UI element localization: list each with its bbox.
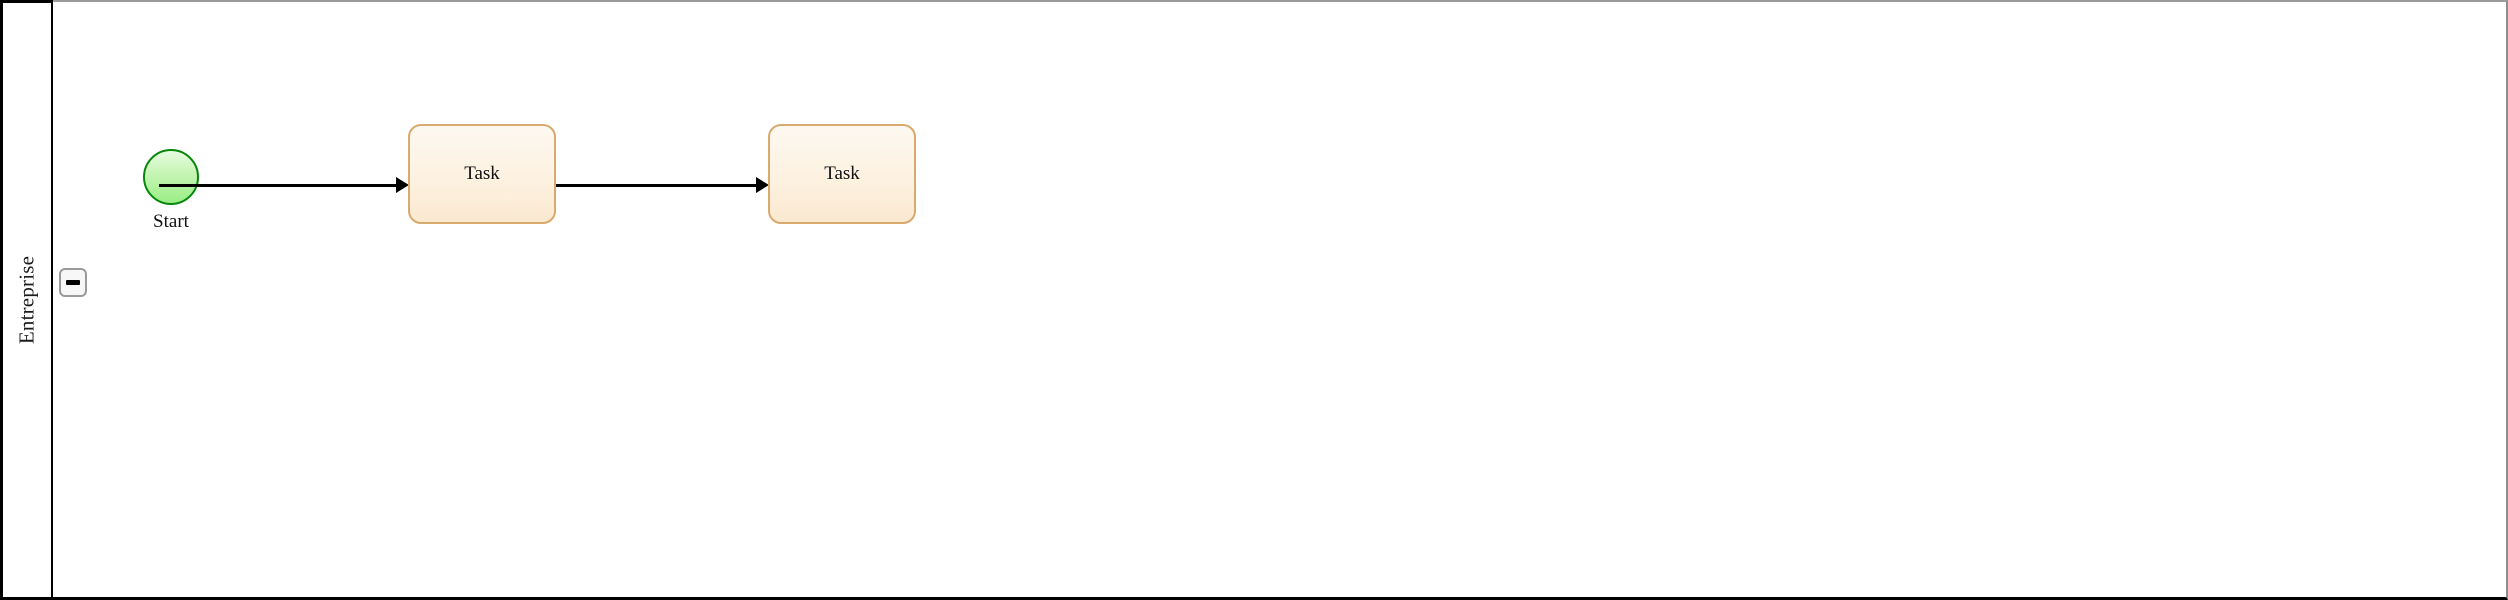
task-label: Task (824, 163, 860, 184)
sequence-flow-start-to-task-1[interactable] (159, 177, 409, 193)
minus-icon (66, 280, 80, 285)
lane-header-label: Entreprise (14, 255, 39, 345)
task-node-2[interactable]: Task (768, 124, 916, 224)
start-event-circle-icon (143, 149, 199, 205)
lane-collapse-button[interactable] (59, 268, 87, 297)
arrowhead-icon (756, 177, 769, 193)
sequence-flow-task-1-to-task-2[interactable] (556, 177, 769, 193)
start-event-label: Start (153, 211, 189, 232)
lane-header-entreprise[interactable]: Entreprise (0, 0, 53, 600)
task-node-1[interactable]: Task (408, 124, 556, 224)
task-label: Task (464, 163, 500, 184)
flow-line (556, 184, 757, 187)
start-event[interactable]: Start (93, 99, 263, 249)
flow-line (159, 184, 397, 187)
lane-body[interactable]: Start Task Task (53, 0, 2508, 600)
arrowhead-icon (396, 177, 409, 193)
